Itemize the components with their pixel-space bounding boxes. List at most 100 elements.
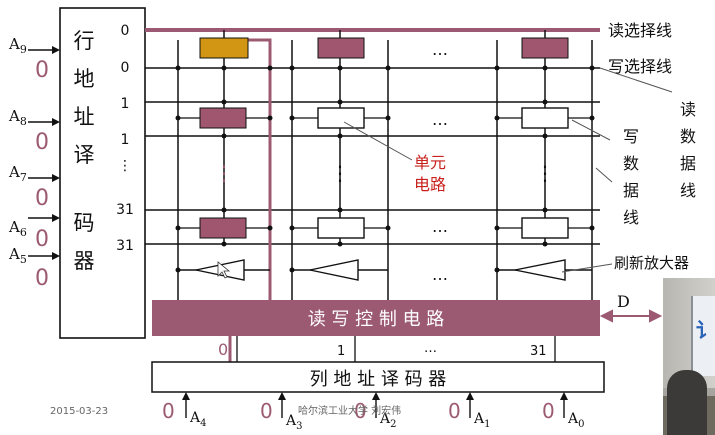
row-input-sub: 5 <box>20 253 27 266</box>
col-output-label: 31 <box>530 344 547 359</box>
svg-text:A1: A1 <box>473 411 491 430</box>
row-output-label: 31 <box>116 238 134 254</box>
row-input-name: A <box>8 163 20 181</box>
svg-text:A8: A8 <box>8 107 27 128</box>
column-decoder-box <box>151 361 605 393</box>
row-input-sub: 8 <box>20 115 27 128</box>
row-decoder-char: 器 <box>74 249 95 273</box>
column-address-inputs: 0 A4 0 A3 0 A2 0 A1 <box>162 392 585 432</box>
col-output-label: 1 <box>337 344 345 359</box>
row-input-sub: 9 <box>20 43 27 56</box>
column-select-outputs <box>236 336 556 362</box>
col-input-value: 0 <box>162 399 175 423</box>
webcam-board-text: 讠 <box>696 318 715 342</box>
storage-cell <box>317 107 365 129</box>
col-input-a2: 0 A2 <box>354 392 397 430</box>
read-data-line-char: 读 <box>680 100 696 119</box>
row-input-sub: 6 <box>20 226 27 239</box>
svg-text:A5: A5 <box>8 245 27 266</box>
storage-cell <box>521 217 569 239</box>
storage-cell <box>521 107 569 129</box>
read-data-line-char: 数 <box>680 127 696 146</box>
ellipsis: … <box>432 265 448 284</box>
vdots: ⋮ <box>214 161 234 185</box>
row-decoder-label: 行 地 址 译 码 器 <box>74 29 95 273</box>
row-input-name: A <box>8 245 20 263</box>
webcam-presenter <box>667 370 707 435</box>
col-input-value: 0 <box>260 399 273 423</box>
row-output-label: 31 <box>116 202 134 218</box>
col-input-sub: 0 <box>578 419 584 430</box>
read-data-line-char: 据 <box>680 154 696 173</box>
cells-row-0 <box>199 37 569 59</box>
row-output-label: 1 <box>121 96 130 112</box>
col-input-sub: 3 <box>296 421 302 432</box>
selected-column-path <box>228 38 272 362</box>
vdots: ⋮ <box>535 161 555 185</box>
svg-text:A0: A0 <box>567 411 585 430</box>
unit-circuit-line: 单元 <box>414 153 446 172</box>
refresh-amplifier-label: 刷新放大器 <box>614 254 689 272</box>
row-decoder-char: 址 <box>74 105 95 129</box>
col-input-sub: 1 <box>484 419 490 430</box>
row-decoder-char: 地 <box>74 67 95 91</box>
vdots: ⋮ <box>330 161 350 185</box>
row-input-a5: A5 0 <box>8 245 60 291</box>
row-input-name: A <box>8 107 20 125</box>
row-decoder-box <box>59 7 146 339</box>
write-select-line-label: 写选择线 <box>608 57 672 76</box>
row-input-value: 0 <box>35 227 49 252</box>
read-data-leader <box>571 119 611 141</box>
footer-source: 哈尔滨工业大学 刘宏伟 <box>298 404 401 417</box>
webcam-overlay: 讠 <box>663 278 715 435</box>
write-data-line-label: 写 数 据 线 <box>623 127 639 227</box>
svg-text:A6: A6 <box>8 218 27 239</box>
row-decoder-char: 译 <box>74 143 95 167</box>
column-decoder-label: 列 地 址 译 码 器 <box>310 369 447 390</box>
data-port-arrow <box>599 309 663 323</box>
col-input-name: A <box>567 411 579 427</box>
footer-date: 2015-03-23 <box>50 406 108 417</box>
col-input-a0: 0 A0 <box>542 392 585 430</box>
write-data-line-char: 数 <box>623 154 639 173</box>
col-output-label: … <box>424 341 437 356</box>
ellipsis: … <box>432 217 448 236</box>
rw-control-label: 读 写 控 制 电 路 <box>308 309 445 330</box>
ellipsis-marks: … … … … ⋮ ⋮ ⋮ <box>214 40 555 284</box>
refresh-amp-leader <box>561 263 613 273</box>
unit-circuit-line: 电路 <box>414 175 446 194</box>
cursor-icon <box>217 261 231 279</box>
cell-connectors <box>178 117 592 229</box>
write-select-leader <box>599 67 673 93</box>
unit-circuit-label: 单元 电路 <box>414 153 446 194</box>
row-select-lines <box>145 67 600 245</box>
row-input-value: 0 <box>35 58 49 83</box>
col-input-value: 0 <box>542 399 555 423</box>
leader-lines <box>343 67 673 273</box>
row-input-name: A <box>8 218 20 236</box>
row-output-label: 1 <box>121 132 130 148</box>
write-data-line-char: 线 <box>623 208 639 227</box>
amplifier-triangle <box>309 259 359 281</box>
row-input-value: 0 <box>35 130 49 155</box>
storage-cell <box>199 217 247 239</box>
col-input-value: 0 <box>448 399 461 423</box>
row-decoder-char: 行 <box>74 29 95 53</box>
row-input-value: 0 <box>35 186 49 211</box>
col-input-a1: 0 A1 <box>448 392 491 430</box>
row-input-a8: A8 0 <box>8 107 60 155</box>
read-select-line-label: 读选择线 <box>608 21 672 40</box>
unit-circuit-leader <box>343 121 413 161</box>
rw-control-bar <box>152 300 600 336</box>
column-data-lines <box>177 30 593 300</box>
refresh-amplifiers <box>178 259 592 281</box>
read-data-line-label: 读 数 据 线 <box>680 100 696 200</box>
svg-text:A7: A7 <box>8 163 27 184</box>
row-input-sub: 7 <box>20 171 27 184</box>
data-port-label: D <box>617 292 630 311</box>
row-decoder-outputs: 0 0 1 1 ⋮ 31 31 <box>116 23 134 254</box>
junction-dots <box>175 65 595 273</box>
storage-cell <box>317 217 365 239</box>
